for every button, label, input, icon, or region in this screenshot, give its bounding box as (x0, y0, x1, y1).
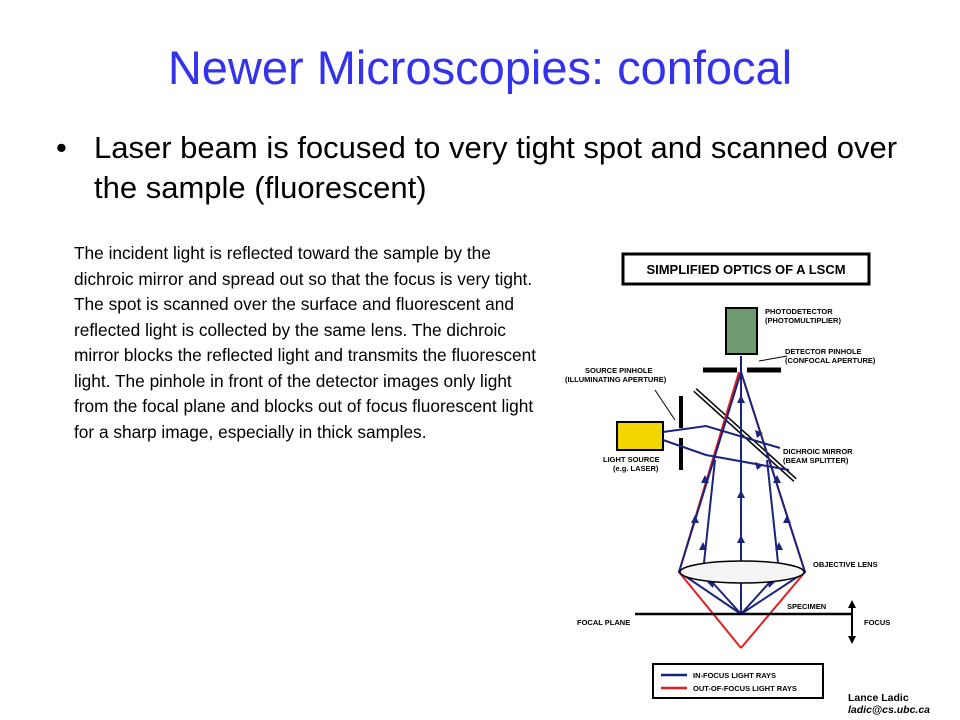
slide-title: Newer Microscopies: confocal (167, 41, 793, 94)
detector-pinhole-label: DETECTOR PINHOLE (785, 347, 862, 356)
focus-arrow-up (848, 600, 856, 608)
specimen-label: SPECIMEN (787, 602, 826, 611)
in-focus-ray-inner-right (766, 459, 780, 573)
focus-label: FOCUS (864, 618, 890, 627)
ray-arrow (755, 430, 763, 438)
ray-arrow (701, 475, 709, 483)
bullet-text: Laser beam is focused to very tight spot… (94, 130, 898, 205)
ray-arrow (755, 462, 763, 470)
ray-arrow (783, 515, 791, 523)
focus-arrow-down (848, 636, 856, 644)
ray-arrow (773, 475, 781, 483)
description-paragraph: The incident light is reflected toward t… (74, 243, 536, 442)
bullet-marker: • (56, 130, 67, 165)
credit-email: ladic@cs.ubc.ca (848, 704, 931, 716)
objective-lens (679, 560, 805, 584)
in-focus-ray-left (677, 356, 742, 615)
in-focus-ray-right (740, 371, 807, 615)
dichroic-label: DICHROIC MIRROR (783, 447, 853, 456)
ray-arrow (737, 395, 745, 403)
legend-out-of-focus-label: OUT-OF-FOCUS LIGHT RAYS (693, 684, 797, 693)
diagram-title: SIMPLIFIED OPTICS OF A LSCM (646, 262, 845, 277)
ray-arrow (699, 542, 707, 550)
ray-arrow (737, 490, 745, 498)
light-source-box (616, 421, 664, 451)
ray-arrow (775, 542, 783, 550)
legend-box (652, 663, 824, 699)
dichroic-mirror-core (694, 389, 796, 481)
lscm-optics-diagram: SIMPLIFIED OPTICS OF A LSCM PHOTODETECTO… (565, 252, 890, 699)
in-focus-ray-inner-left (702, 459, 716, 573)
legend-in-focus-label: IN-FOCUS LIGHT RAYS (693, 671, 776, 680)
source-pinhole-sublabel: (ILLUMINATING APERTURE) (565, 375, 667, 384)
photodetector-box (725, 307, 758, 355)
illumination-ray-top (662, 424, 781, 449)
photodetector-sublabel: (PHOTOMULTIPLIER) (765, 316, 841, 325)
detector-pinhole-leader (758, 355, 788, 362)
source-pinhole-leader (654, 389, 676, 421)
detector-pinhole-sublabel: (CONFOCAL APERTURE) (785, 356, 876, 365)
light-source-sublabel: (e.g. LASER) (613, 464, 659, 473)
objective-lens-label: OBJECTIVE LENS (813, 560, 878, 569)
dichroic-sublabel: (BEAM SPLITTER) (783, 456, 849, 465)
source-pinhole-label: SOURCE PINHOLE (585, 366, 653, 375)
ray-arrow (691, 515, 699, 523)
credit: Lance Ladic ladic@cs.ubc.ca (848, 692, 930, 716)
ray-arrow (737, 535, 745, 543)
focal-plane-label: FOCAL PLANE (577, 618, 630, 627)
credit-name: Lance Ladic (848, 692, 909, 704)
light-source-label: LIGHT SOURCE (603, 455, 660, 464)
diagram-title-box (621, 252, 871, 286)
photodetector-label: PHOTODETECTOR (765, 307, 833, 316)
